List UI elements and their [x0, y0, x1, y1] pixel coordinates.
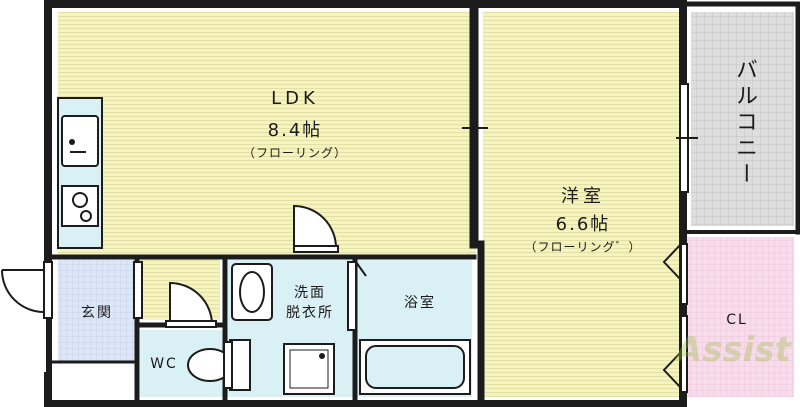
washroom-door-swing	[293, 204, 337, 249]
assist-watermark: Assist	[676, 330, 791, 370]
entrance-floor	[58, 260, 138, 362]
western-size: 6.6帖	[555, 214, 611, 235]
entrance-door-frame	[43, 261, 53, 319]
washing-machine-pan	[283, 343, 335, 395]
balcony-floor	[691, 12, 794, 226]
toilet-door-swing	[169, 281, 213, 326]
walls	[44, 0, 800, 407]
western-name: 洋室	[561, 186, 605, 207]
ldk-size: 8.4帖	[267, 120, 323, 141]
entrance-door-swing	[1, 269, 45, 313]
bathroom-name: 浴室	[404, 295, 436, 311]
closet-doors	[662, 243, 688, 393]
sink	[61, 115, 99, 167]
western-floor-type: （フローリング゛）	[524, 240, 642, 254]
washbasin	[231, 263, 273, 321]
washroom-name-line2: 脱衣所	[286, 305, 334, 321]
bathtub	[359, 339, 471, 395]
balcony-name: バルコニー	[732, 58, 757, 188]
ldk-name: LDK	[271, 88, 319, 109]
toilet-name: WC	[150, 356, 178, 372]
toilet-fixture	[187, 339, 251, 391]
kitchen-counter	[57, 97, 103, 249]
ldk-floor-type: （フローリング）	[242, 146, 347, 160]
western-floor	[483, 12, 683, 397]
washroom-name-line1: 洗面	[294, 285, 326, 301]
entrance-name: 玄関	[81, 305, 113, 321]
ldk-floor	[58, 12, 476, 257]
closet-floor	[683, 237, 794, 397]
closet-name: CL	[726, 312, 748, 328]
